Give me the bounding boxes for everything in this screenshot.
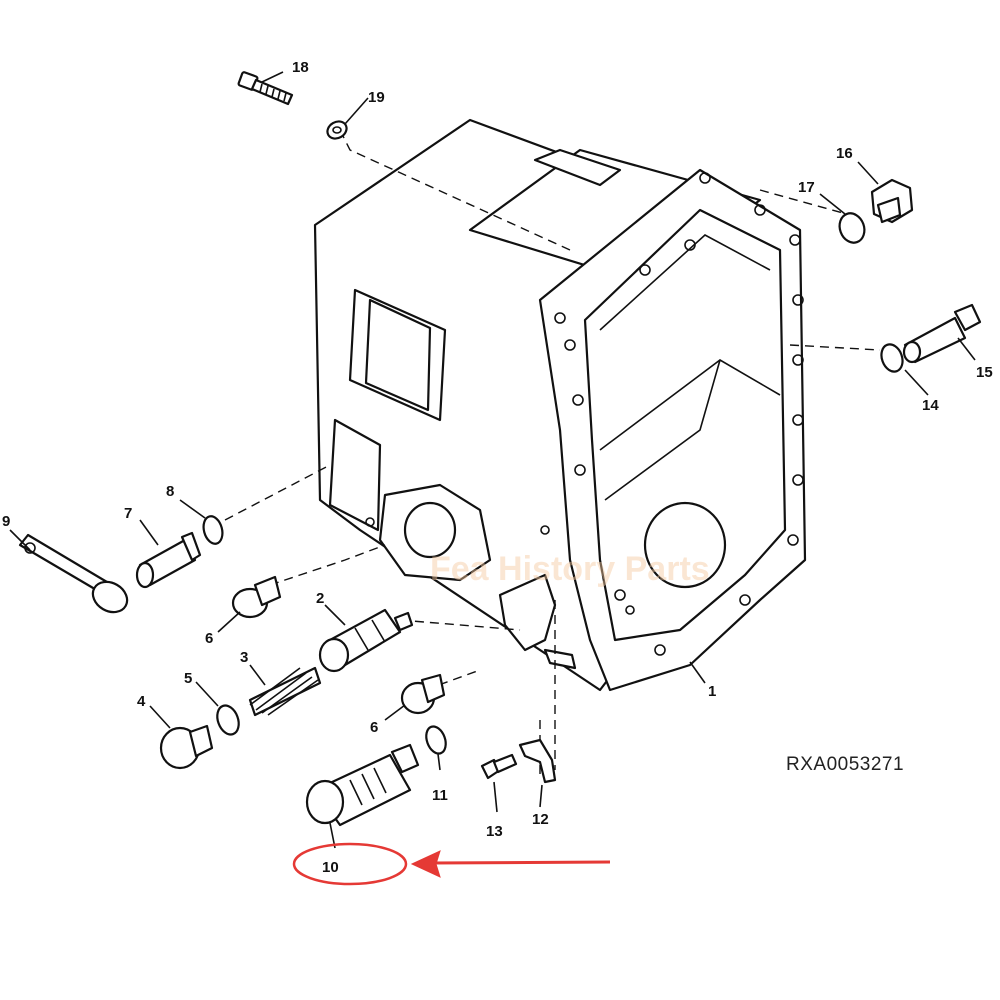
callout-11: 11 (432, 787, 448, 804)
plug-16 (870, 178, 914, 224)
callout-7: 7 (124, 505, 132, 522)
watermark: Fea History Parts (430, 550, 710, 588)
callout-19: 19 (368, 89, 385, 106)
callout-17: 17 (798, 179, 815, 196)
plug-6-upper (231, 575, 282, 619)
callout-6-upper: 6 (205, 630, 213, 647)
callout-3: 3 (240, 649, 248, 666)
flange-bolt-holes (365, 172, 804, 656)
bracket-12 (518, 738, 557, 784)
plug-4 (159, 724, 214, 770)
relief-valve-10 (305, 743, 420, 827)
highlight-arrow-head (410, 850, 441, 878)
drawing-code: RXA0053271 (786, 754, 904, 775)
callout-5: 5 (184, 670, 192, 687)
transmission-housing (313, 118, 807, 692)
sensor-switch-15 (902, 303, 982, 364)
callout-1: 1 (708, 683, 716, 700)
bolt-13 (480, 753, 518, 780)
callout-2: 2 (316, 590, 324, 607)
spool-2 (318, 608, 414, 673)
o-ring-14 (880, 343, 904, 373)
callout-18: 18 (292, 59, 309, 76)
plug-6-lower (400, 673, 446, 715)
highlight-annotation (292, 842, 611, 886)
o-ring-5 (216, 704, 240, 736)
callout-4: 4 (137, 693, 146, 710)
highlight-arrow-shaft (431, 860, 611, 865)
callout-6-lower: 6 (370, 719, 378, 736)
o-ring-17 (838, 212, 866, 244)
callout-8: 8 (166, 483, 174, 500)
callout-labels: 18 19 16 17 15 14 9 7 8 6 2 3 4 5 6 11 1… (2, 59, 993, 876)
callout-16: 16 (836, 145, 853, 162)
callout-12: 12 (532, 811, 549, 828)
o-ring-8 (202, 515, 224, 545)
fitting-7 (135, 531, 202, 589)
lever-9 (18, 533, 129, 614)
spring-3 (248, 666, 322, 717)
callout-10: 10 (322, 859, 339, 876)
callout-9: 9 (2, 513, 10, 530)
callout-15: 15 (976, 364, 993, 381)
o-ring-11 (425, 725, 447, 755)
leader-lines (9, 71, 976, 849)
callout-13: 13 (486, 823, 503, 840)
highlight-ellipse (292, 842, 408, 886)
callout-14: 14 (922, 397, 939, 414)
washer-19 (326, 120, 348, 140)
bolt-18 (237, 71, 294, 106)
